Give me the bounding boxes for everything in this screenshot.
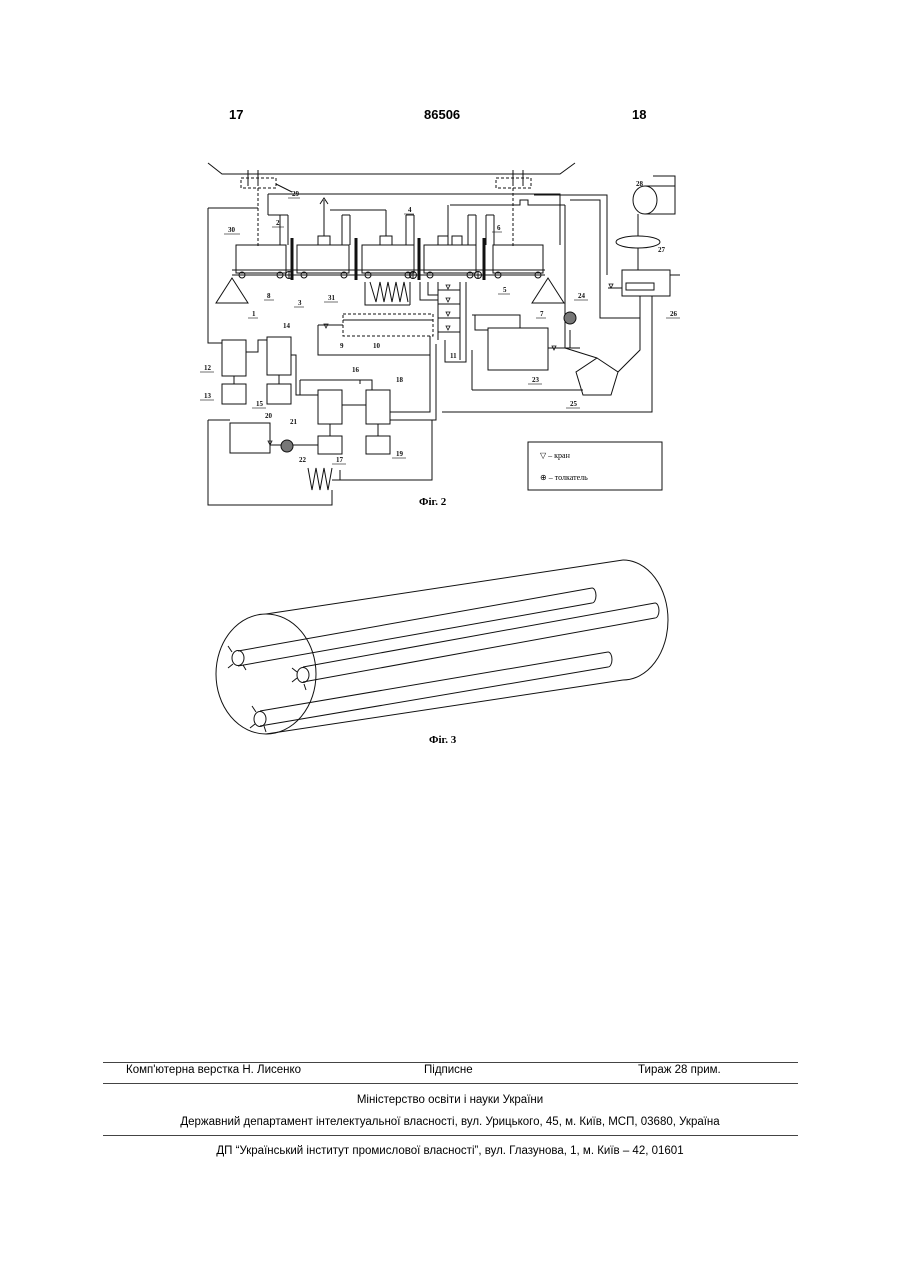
label-8: 8: [267, 292, 271, 300]
legend-crane: ▽ – кран: [540, 451, 570, 460]
label-26: 26: [670, 310, 678, 318]
label-27: 27: [658, 246, 666, 254]
label-18: 18: [396, 376, 404, 384]
label-4: 4: [408, 206, 412, 214]
label-6: 6: [497, 224, 501, 232]
crane-symbol: ▽: [540, 451, 546, 460]
label-23: 23: [532, 376, 540, 384]
label-12: 12: [204, 364, 212, 372]
label-30: 30: [228, 226, 236, 234]
footer-rule-top: [103, 1062, 798, 1063]
label-21: 21: [290, 418, 298, 426]
label-24: 24: [578, 292, 586, 300]
signed-note: Підписне: [424, 1064, 473, 1076]
label-17: 17: [336, 456, 344, 464]
label-1: 1: [252, 310, 256, 318]
figure-2-diagram: 30 2 4 6 29 1 8 3 31 5 7 24 9 10 11 12 1…: [0, 0, 900, 520]
pusher-symbol: ⊕: [540, 473, 547, 482]
pusher-text: – толкатель: [549, 473, 588, 482]
label-22: 22: [299, 456, 307, 464]
label-7: 7: [540, 310, 544, 318]
label-28: 28: [636, 180, 644, 188]
label-5: 5: [503, 286, 507, 294]
fig3-caption: Фіг. 3: [429, 734, 456, 746]
label-20: 20: [265, 412, 273, 420]
label-11: 11: [450, 352, 457, 360]
label-25: 25: [570, 400, 578, 408]
label-14: 14: [283, 322, 291, 330]
institute: ДП “Український інститут промислової вла…: [0, 1145, 900, 1157]
circulation: Тираж 28 прим.: [638, 1064, 721, 1076]
legend-pusher: ⊕ – толкатель: [540, 473, 588, 482]
label-2: 2: [276, 219, 280, 227]
department: Державний департамент інтелектуальної вл…: [0, 1116, 900, 1128]
label-16: 16: [352, 366, 360, 374]
label-10: 10: [373, 342, 381, 350]
label-29: 29: [292, 190, 300, 198]
label-3: 3: [298, 299, 302, 307]
ministry: Міністерство освіти і науки України: [0, 1094, 900, 1106]
label-19: 19: [396, 450, 404, 458]
fig2-caption: Фіг. 2: [419, 496, 446, 508]
label-13: 13: [204, 392, 212, 400]
crane-text: – кран: [548, 451, 570, 460]
label-9: 9: [340, 342, 344, 350]
footer-rule-bottom: [103, 1135, 798, 1136]
label-15: 15: [256, 400, 264, 408]
footer-rule-middle: [103, 1083, 798, 1084]
label-31: 31: [328, 294, 336, 302]
layout-credit: Комп'ютерна верстка Н. Лисенко: [126, 1064, 301, 1076]
